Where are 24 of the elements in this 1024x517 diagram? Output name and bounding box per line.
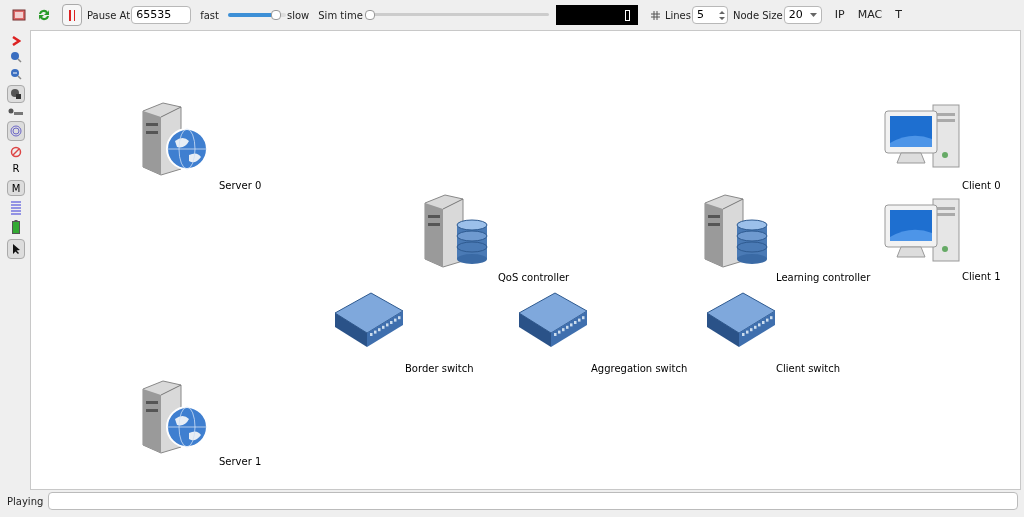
lines-spinbox: 5 bbox=[691, 6, 728, 24]
lines-label: Lines bbox=[664, 8, 691, 23]
node-label: Client 0 bbox=[962, 179, 1001, 193]
node-label: Aggregation switch bbox=[591, 362, 688, 376]
mac-toggle: MAC bbox=[857, 6, 883, 24]
node-size-label: Node Size bbox=[732, 8, 783, 23]
node-label: Server 1 bbox=[219, 455, 262, 469]
pause-at-label: Pause At bbox=[87, 8, 131, 23]
node-label: Border switch bbox=[405, 362, 474, 376]
node-size-dropdown: 20 bbox=[783, 6, 822, 24]
status-label: Playing bbox=[7, 495, 44, 509]
node-label: Learning controller bbox=[776, 271, 871, 285]
node-label: QoS controller bbox=[498, 271, 570, 285]
trace-toggle: T bbox=[895, 6, 902, 24]
speed-min-label: fast bbox=[200, 8, 219, 23]
sim-time-label: Sim time bbox=[318, 8, 363, 23]
node-label: Client switch bbox=[776, 362, 841, 376]
node-label: Server 0 bbox=[219, 179, 262, 193]
reset-toggle: R bbox=[12, 163, 20, 175]
speed-max-label: slow bbox=[286, 8, 310, 23]
mobility-button: M bbox=[7, 180, 25, 196]
ip-toggle: IP bbox=[834, 6, 845, 24]
node-label: Client 1 bbox=[962, 270, 1001, 284]
pause-at-field: 65535 bbox=[131, 6, 192, 24]
